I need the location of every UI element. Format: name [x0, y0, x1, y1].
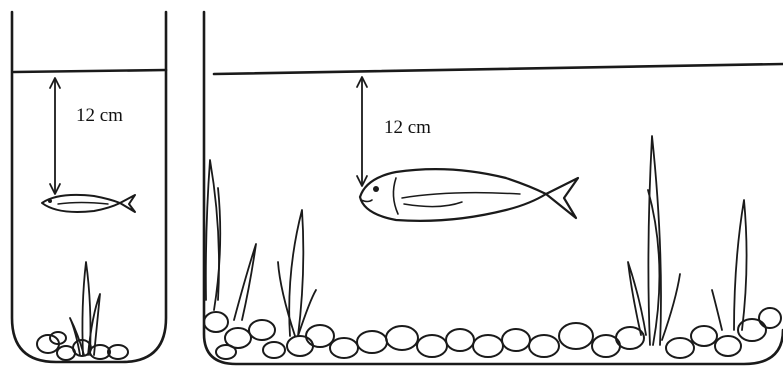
- small-depth-arrow: [50, 78, 60, 194]
- small-container-water-surface: [14, 70, 166, 72]
- large-depth-arrow: [357, 77, 367, 186]
- large-fish: [360, 169, 578, 221]
- small-depth-label: 12 cm: [76, 105, 123, 126]
- small-container-outline: [12, 12, 166, 362]
- large-depth-label: 12 cm: [384, 117, 431, 138]
- small-container: 12 cm: [12, 12, 166, 362]
- small-fish: [42, 195, 135, 212]
- large-container: 12 cm: [204, 12, 783, 364]
- large-plants-right: [628, 136, 747, 345]
- large-container-water-surface: [214, 64, 783, 74]
- large-plants-left: [206, 160, 316, 336]
